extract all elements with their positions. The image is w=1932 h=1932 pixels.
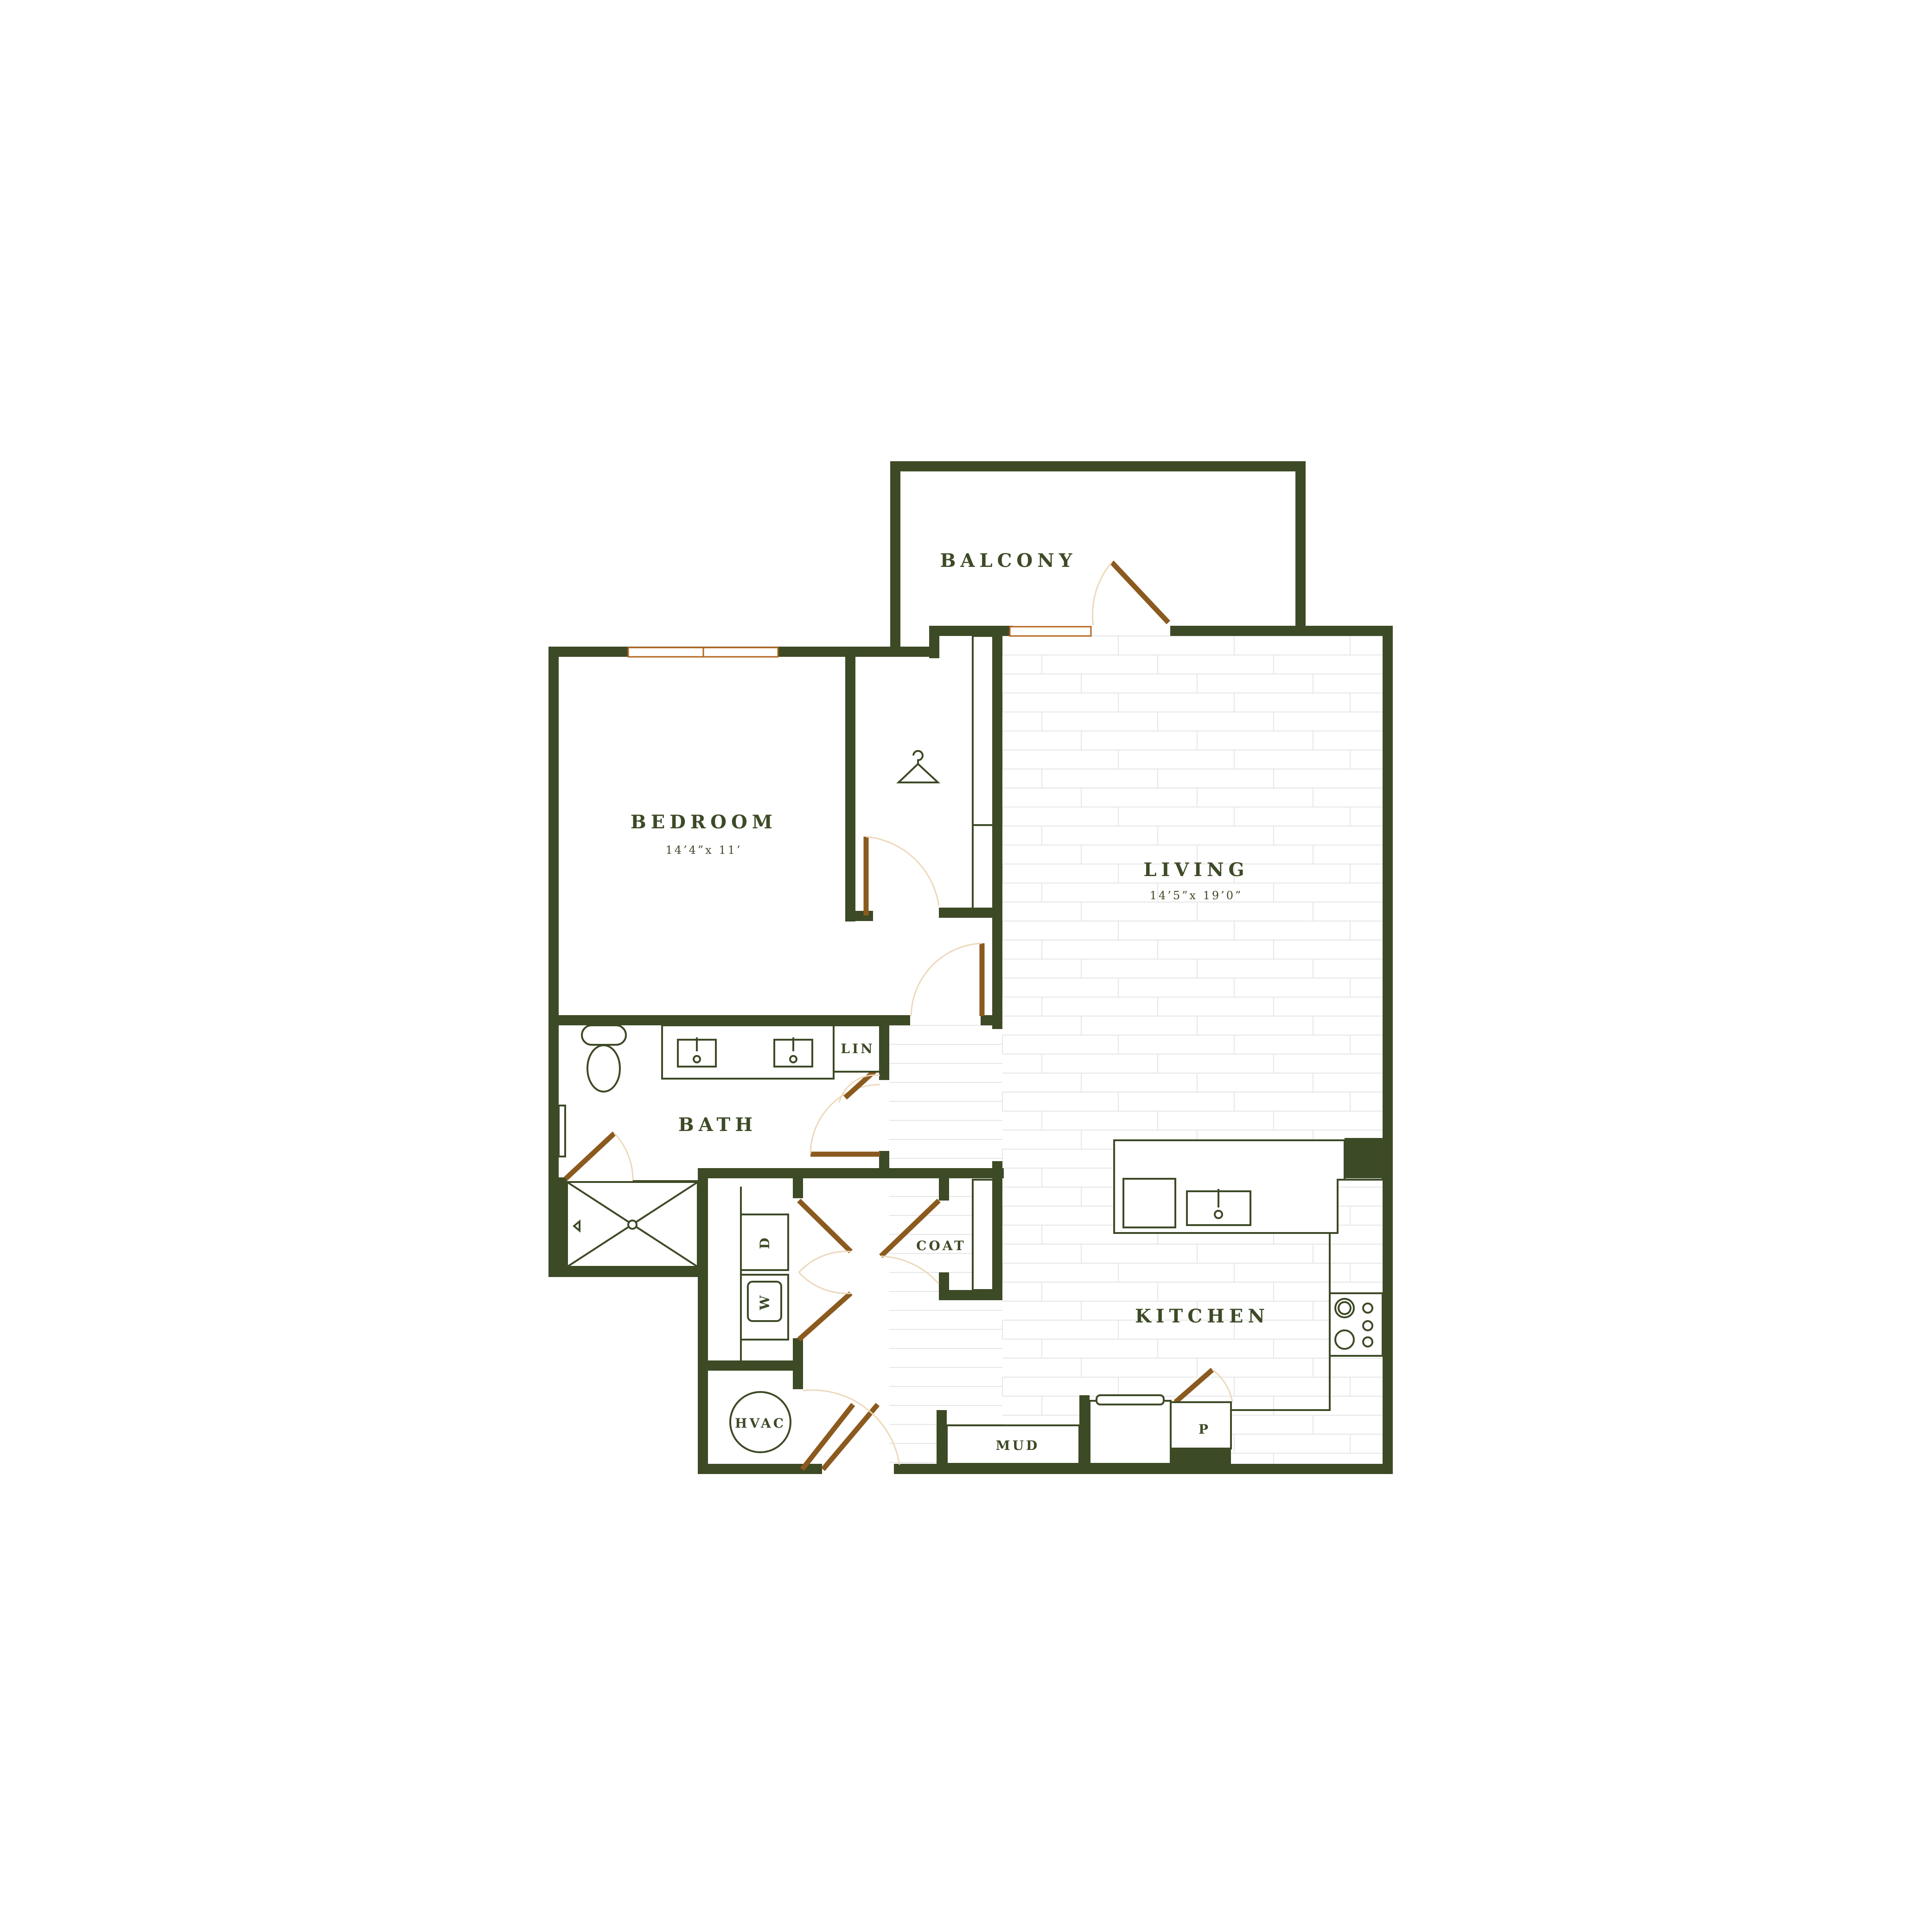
mud-bench bbox=[946, 1424, 1080, 1465]
dishwasher bbox=[1122, 1178, 1176, 1228]
entry-door-right bbox=[821, 1403, 880, 1471]
dryer bbox=[740, 1214, 789, 1271]
coat-label: COAT bbox=[916, 1238, 966, 1253]
fixtures bbox=[558, 635, 1384, 1465]
coat-closet-shelf bbox=[972, 1179, 994, 1291]
pantry-door bbox=[1173, 1367, 1214, 1405]
pantry bbox=[1170, 1401, 1232, 1449]
walls bbox=[548, 461, 1393, 1474]
bedroom-dimensions: 14’4”x 11’ bbox=[665, 844, 742, 857]
balcony-door bbox=[1109, 560, 1171, 624]
kitchen-label: KITCHEN bbox=[1135, 1305, 1269, 1327]
linen-label: LIN bbox=[841, 1041, 874, 1056]
dryer-label: D bbox=[757, 1235, 772, 1249]
balcony-label: BALCONY bbox=[940, 550, 1077, 572]
shower-door bbox=[564, 1131, 616, 1181]
pantry-label: P bbox=[1199, 1422, 1211, 1437]
living-floor bbox=[889, 636, 1383, 1464]
laundry-door-top bbox=[797, 1199, 853, 1253]
hanger-icon bbox=[896, 750, 941, 783]
washer-label: W bbox=[757, 1293, 772, 1310]
linen-closet bbox=[833, 1024, 881, 1073]
living-label: LIVING bbox=[1143, 859, 1249, 881]
coat-door bbox=[879, 1199, 941, 1258]
living-window bbox=[1009, 626, 1092, 637]
bath-label: BATH bbox=[678, 1114, 757, 1136]
hvac-unit bbox=[729, 1391, 791, 1453]
doors bbox=[564, 560, 1233, 1471]
toilet-bowl bbox=[587, 1044, 621, 1093]
toilet-tank bbox=[581, 1024, 627, 1046]
entry-door-left bbox=[800, 1403, 855, 1471]
hvac-label: HVAC bbox=[735, 1416, 786, 1431]
labels: BALCONY BEDROOM 14’4”x 11’ LIVING 14’5”x… bbox=[631, 550, 1269, 1453]
refrigerator bbox=[1089, 1400, 1172, 1465]
living-dimensions: 14’5”x 19’0” bbox=[1150, 889, 1243, 902]
windows bbox=[627, 626, 1092, 658]
bedroom-label: BEDROOM bbox=[631, 811, 777, 833]
laundry-door-bottom bbox=[797, 1291, 853, 1342]
mud-label: MUD bbox=[996, 1438, 1040, 1453]
closet-shelf bbox=[972, 635, 994, 909]
